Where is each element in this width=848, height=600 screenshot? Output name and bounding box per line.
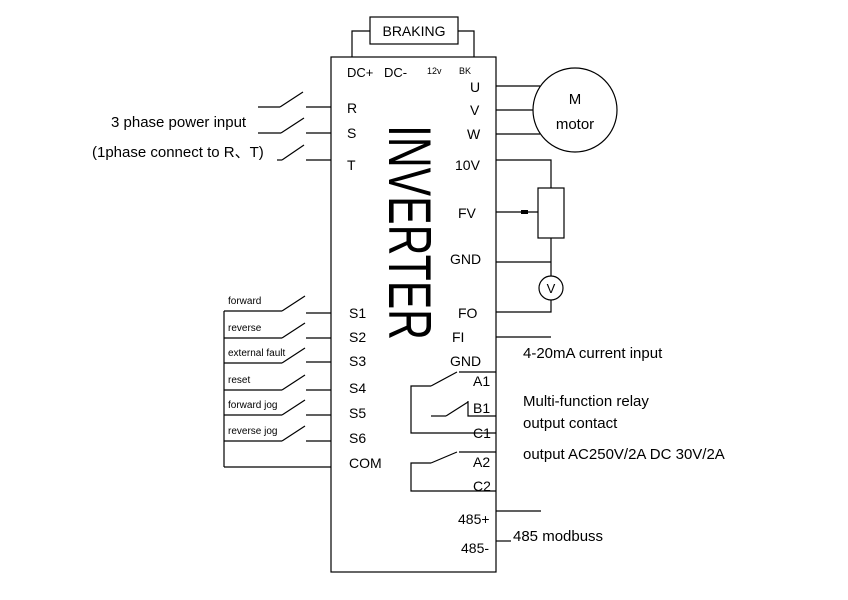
switch-t <box>281 144 305 161</box>
braking-label: BRAKING <box>382 23 445 39</box>
relay-2-no-blade <box>430 451 458 464</box>
wire-b1 <box>467 401 496 417</box>
terminal-fo: FO <box>458 305 478 321</box>
power-input: 3 phase power input (1phase connect to R… <box>92 91 331 161</box>
switch-s4 <box>281 374 306 391</box>
relay-1-nc-blade <box>445 401 469 417</box>
switch-s5 <box>281 399 306 416</box>
terminal-dc-plus: DC+ <box>347 65 373 80</box>
switch-r <box>279 91 304 108</box>
motor-symbol: M <box>569 91 582 108</box>
power-input-note: 3 phase power input <box>111 114 247 131</box>
analog-io: V 4-20mA current input <box>496 159 663 362</box>
terminal-u: U <box>470 79 480 95</box>
relay-2-common <box>410 462 496 492</box>
terminal-a1: A1 <box>473 373 490 389</box>
motor-label: motor <box>556 116 594 133</box>
wire-10v <box>496 159 552 188</box>
switch-s <box>280 117 305 134</box>
terminal-fv: FV <box>458 205 477 221</box>
braking-wire-right <box>458 30 475 57</box>
inverter-title: INVERTER <box>376 125 443 340</box>
terminal-s: S <box>347 125 356 141</box>
voltmeter-symbol: V <box>547 281 556 296</box>
relay-note-line-2: output contact <box>523 415 618 432</box>
input-label-reverse-jog: reverse jog <box>228 426 277 437</box>
switch-s2 <box>281 322 306 339</box>
terminal-s1: S1 <box>349 305 366 321</box>
terminal-com: COM <box>349 455 382 471</box>
input-label-external-fault: external fault <box>228 348 285 359</box>
terminal-gnd-2: GND <box>450 353 481 369</box>
switch-s6 <box>281 425 306 442</box>
terminal-s6: S6 <box>349 430 366 446</box>
input-label-reset: reset <box>228 375 250 386</box>
potentiometer-wiper <box>521 210 528 214</box>
terminal-s5: S5 <box>349 405 366 421</box>
wire-fo <box>496 300 552 313</box>
terminal-485-minus: 485- <box>461 540 489 556</box>
terminal-bk: BK <box>459 66 471 76</box>
switch-s3 <box>281 347 306 364</box>
terminal-r: R <box>347 100 357 116</box>
relay-rating-note: output AC250V/2A DC 30V/2A <box>523 446 725 463</box>
terminal-a2: A2 <box>473 454 490 470</box>
terminal-gnd-1: GND <box>450 251 481 267</box>
relay-2 <box>410 451 496 492</box>
terminal-c2: C2 <box>473 478 491 494</box>
input-label-forward-jog: forward jog <box>228 400 277 411</box>
input-label-forward: forward <box>228 296 261 307</box>
terminal-b1: B1 <box>473 400 490 416</box>
rs485: 485 modbuss <box>496 510 603 545</box>
terminal-c1: C1 <box>473 425 491 441</box>
single-phase-note: (1phase connect to R、T) <box>92 144 264 161</box>
terminal-s2: S2 <box>349 329 366 345</box>
relay-1-common <box>410 385 496 434</box>
terminal-12v: 12v <box>427 66 442 76</box>
braking-wire-left <box>351 30 370 57</box>
input-label-reverse: reverse <box>228 323 262 334</box>
digital-inputs: forward reverse external fault reset for… <box>223 295 331 468</box>
inverter-box <box>330 56 497 573</box>
terminal-t: T <box>347 157 356 173</box>
motor: M motor <box>496 67 618 153</box>
terminal-w: W <box>467 126 481 142</box>
terminal-s3: S3 <box>349 353 366 369</box>
braking-unit: BRAKING <box>351 16 475 57</box>
relay-note-line-1: Multi-function relay <box>523 393 649 410</box>
terminal-dc-minus: DC- <box>384 65 407 80</box>
switch-s1 <box>281 295 306 312</box>
terminal-v: V <box>470 102 480 118</box>
relay-1 <box>410 371 496 434</box>
modbus-note: 485 modbuss <box>513 528 603 545</box>
current-input-note: 4-20mA current input <box>523 345 663 362</box>
terminal-485-plus: 485+ <box>458 511 490 527</box>
relay-1-no-blade <box>430 371 458 387</box>
terminal-fi: FI <box>452 329 464 345</box>
terminal-s4: S4 <box>349 380 366 396</box>
terminal-10v: 10V <box>455 157 481 173</box>
